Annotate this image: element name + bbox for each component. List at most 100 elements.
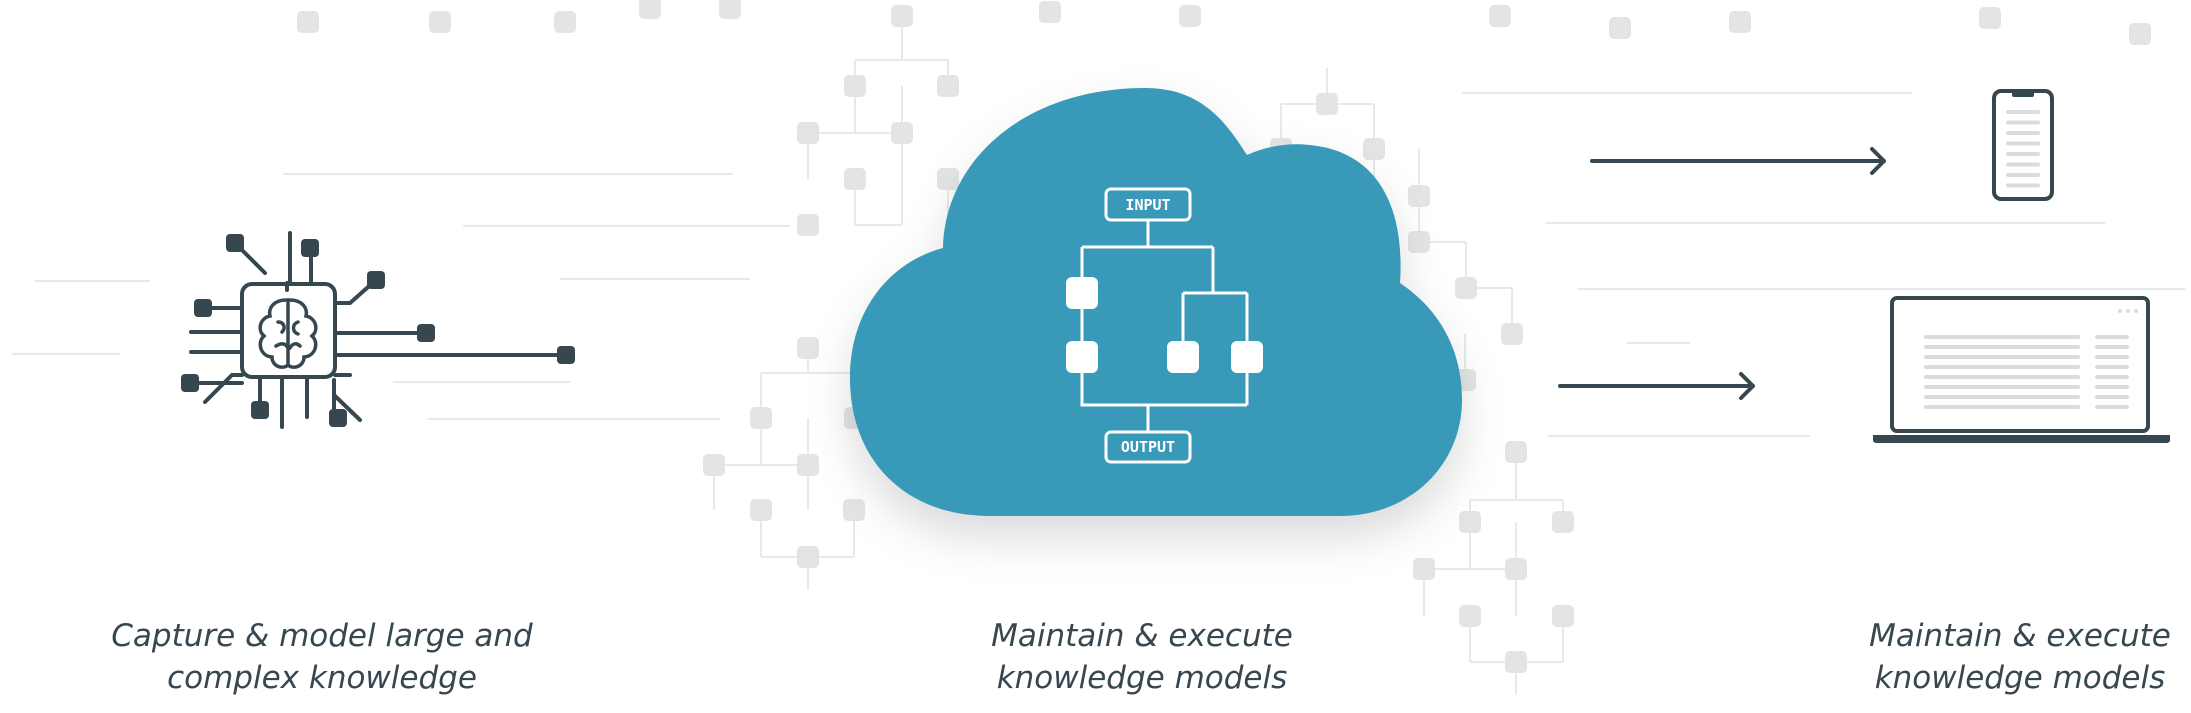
background-node: [1505, 441, 1527, 463]
background-node: [1316, 93, 1338, 115]
brain-chip-icon: [188, 231, 568, 429]
laptop-screen-lines: [1924, 335, 2129, 409]
input-label: INPUT: [1125, 196, 1170, 214]
background-node: [297, 11, 319, 33]
background-node: [639, 0, 661, 19]
decision-node: [1167, 341, 1199, 373]
background-node: [797, 337, 819, 359]
background-network-nodes: [297, 0, 2151, 673]
background-node: [843, 499, 865, 521]
decision-node: [1066, 341, 1098, 373]
background-node: [429, 11, 451, 33]
background-node: [1459, 605, 1481, 627]
background-node: [750, 407, 772, 429]
laptop-icon: [1873, 296, 2170, 443]
background-node: [844, 75, 866, 97]
caption-line-2: knowledge models: [996, 660, 1288, 696]
background-node: [1363, 138, 1385, 160]
laptop-screen-line-right: [2095, 385, 2129, 389]
background-node: [937, 168, 959, 190]
caption-maintain-execute-right: Maintain & execute knowledge models: [1760, 615, 2191, 699]
laptop-screen-line-right: [2095, 395, 2129, 399]
phone-screen-line: [2006, 162, 2040, 167]
background-node: [750, 499, 772, 521]
laptop-screen-line-left: [1924, 405, 2080, 409]
output-label: OUTPUT: [1121, 438, 1175, 456]
laptop-screen-line-left: [1924, 355, 2080, 359]
caption-line-2: complex knowledge: [167, 660, 477, 696]
pin-terminal: [417, 324, 435, 342]
pin-terminal: [557, 346, 575, 364]
chip-body: [240, 282, 337, 379]
background-node: [891, 122, 913, 144]
background-node: [719, 0, 741, 19]
background-node: [1408, 231, 1430, 253]
laptop-screen-line-left: [1924, 365, 2080, 369]
caption-line-1: Maintain & execute: [1869, 618, 2171, 654]
caption-maintain-execute-center: Maintain & execute knowledge models: [882, 615, 1402, 699]
chip-pin-terminals: [181, 234, 575, 427]
pin-terminal: [301, 239, 319, 257]
decision-tree-nodes: [1066, 277, 1263, 373]
phone-screen-line: [2006, 110, 2040, 114]
laptop-screen-line-right: [2095, 355, 2129, 359]
brain-icon: [258, 298, 318, 369]
background-node: [554, 11, 576, 33]
laptop-screen-line-left: [1924, 375, 2080, 379]
background-node: [844, 168, 866, 190]
laptop-screen-line-left: [1924, 395, 2080, 399]
phone-screen-line: [2006, 141, 2040, 146]
background-node: [797, 214, 819, 236]
background-node: [1979, 7, 2001, 29]
input-box: INPUT: [1104, 187, 1192, 222]
background-node: [1505, 558, 1527, 580]
laptop-screen-line-right: [2095, 375, 2129, 379]
phone-screen-line: [2006, 183, 2040, 188]
phone-screen-lines: [2006, 110, 2040, 188]
background-node: [1505, 651, 1527, 673]
phone-screen-line: [2006, 120, 2040, 125]
phone-notch: [2012, 91, 2034, 97]
background-node: [1459, 511, 1481, 533]
decision-tree-diagram: [1080, 220, 1249, 432]
background-node: [1039, 1, 1061, 23]
background-node: [937, 75, 959, 97]
cloud-shape: [850, 88, 1462, 516]
decision-node: [1066, 277, 1098, 309]
output-box: OUTPUT: [1104, 430, 1192, 464]
phone-screen-line: [2006, 131, 2040, 135]
laptop-screen-line-right: [2095, 405, 2129, 409]
pin-terminal: [367, 271, 385, 289]
laptop-screen-line-right: [2095, 335, 2129, 339]
laptop-screen-line-left: [1924, 335, 2080, 339]
caption-line-2: knowledge models: [1874, 660, 2166, 696]
background-node: [1413, 558, 1435, 580]
pin-terminal: [181, 374, 199, 392]
caption-capture-model: Capture & model large and complex knowle…: [62, 615, 582, 699]
phone-screen-line: [2006, 173, 2040, 177]
background-node: [1609, 17, 1631, 39]
caption-line-1: Capture & model large and: [111, 618, 533, 654]
arrow-to-laptop: [1558, 372, 1755, 400]
smartphone-icon: [1992, 89, 2054, 201]
background-node: [1455, 277, 1477, 299]
background-node: [1729, 11, 1751, 33]
pin-terminal: [251, 401, 269, 419]
caption-line-1: Maintain & execute: [991, 618, 1293, 654]
background-node: [2129, 23, 2151, 45]
laptop-base: [1873, 435, 2170, 443]
background-node: [891, 5, 913, 27]
background-node: [797, 454, 819, 476]
background-node: [1408, 185, 1430, 207]
pin-terminal: [226, 234, 244, 252]
background-node: [1552, 511, 1574, 533]
phone-screen-line: [2006, 152, 2040, 156]
laptop-screen-line-left: [1924, 345, 2080, 349]
laptop-screen: [1890, 296, 2150, 433]
background-node: [1489, 5, 1511, 27]
laptop-screen-line-left: [1924, 385, 2080, 389]
pin-terminal: [194, 299, 212, 317]
laptop-screen-line-right: [2095, 365, 2129, 369]
background-node: [797, 546, 819, 568]
laptop-window-dots: [2118, 309, 2138, 313]
